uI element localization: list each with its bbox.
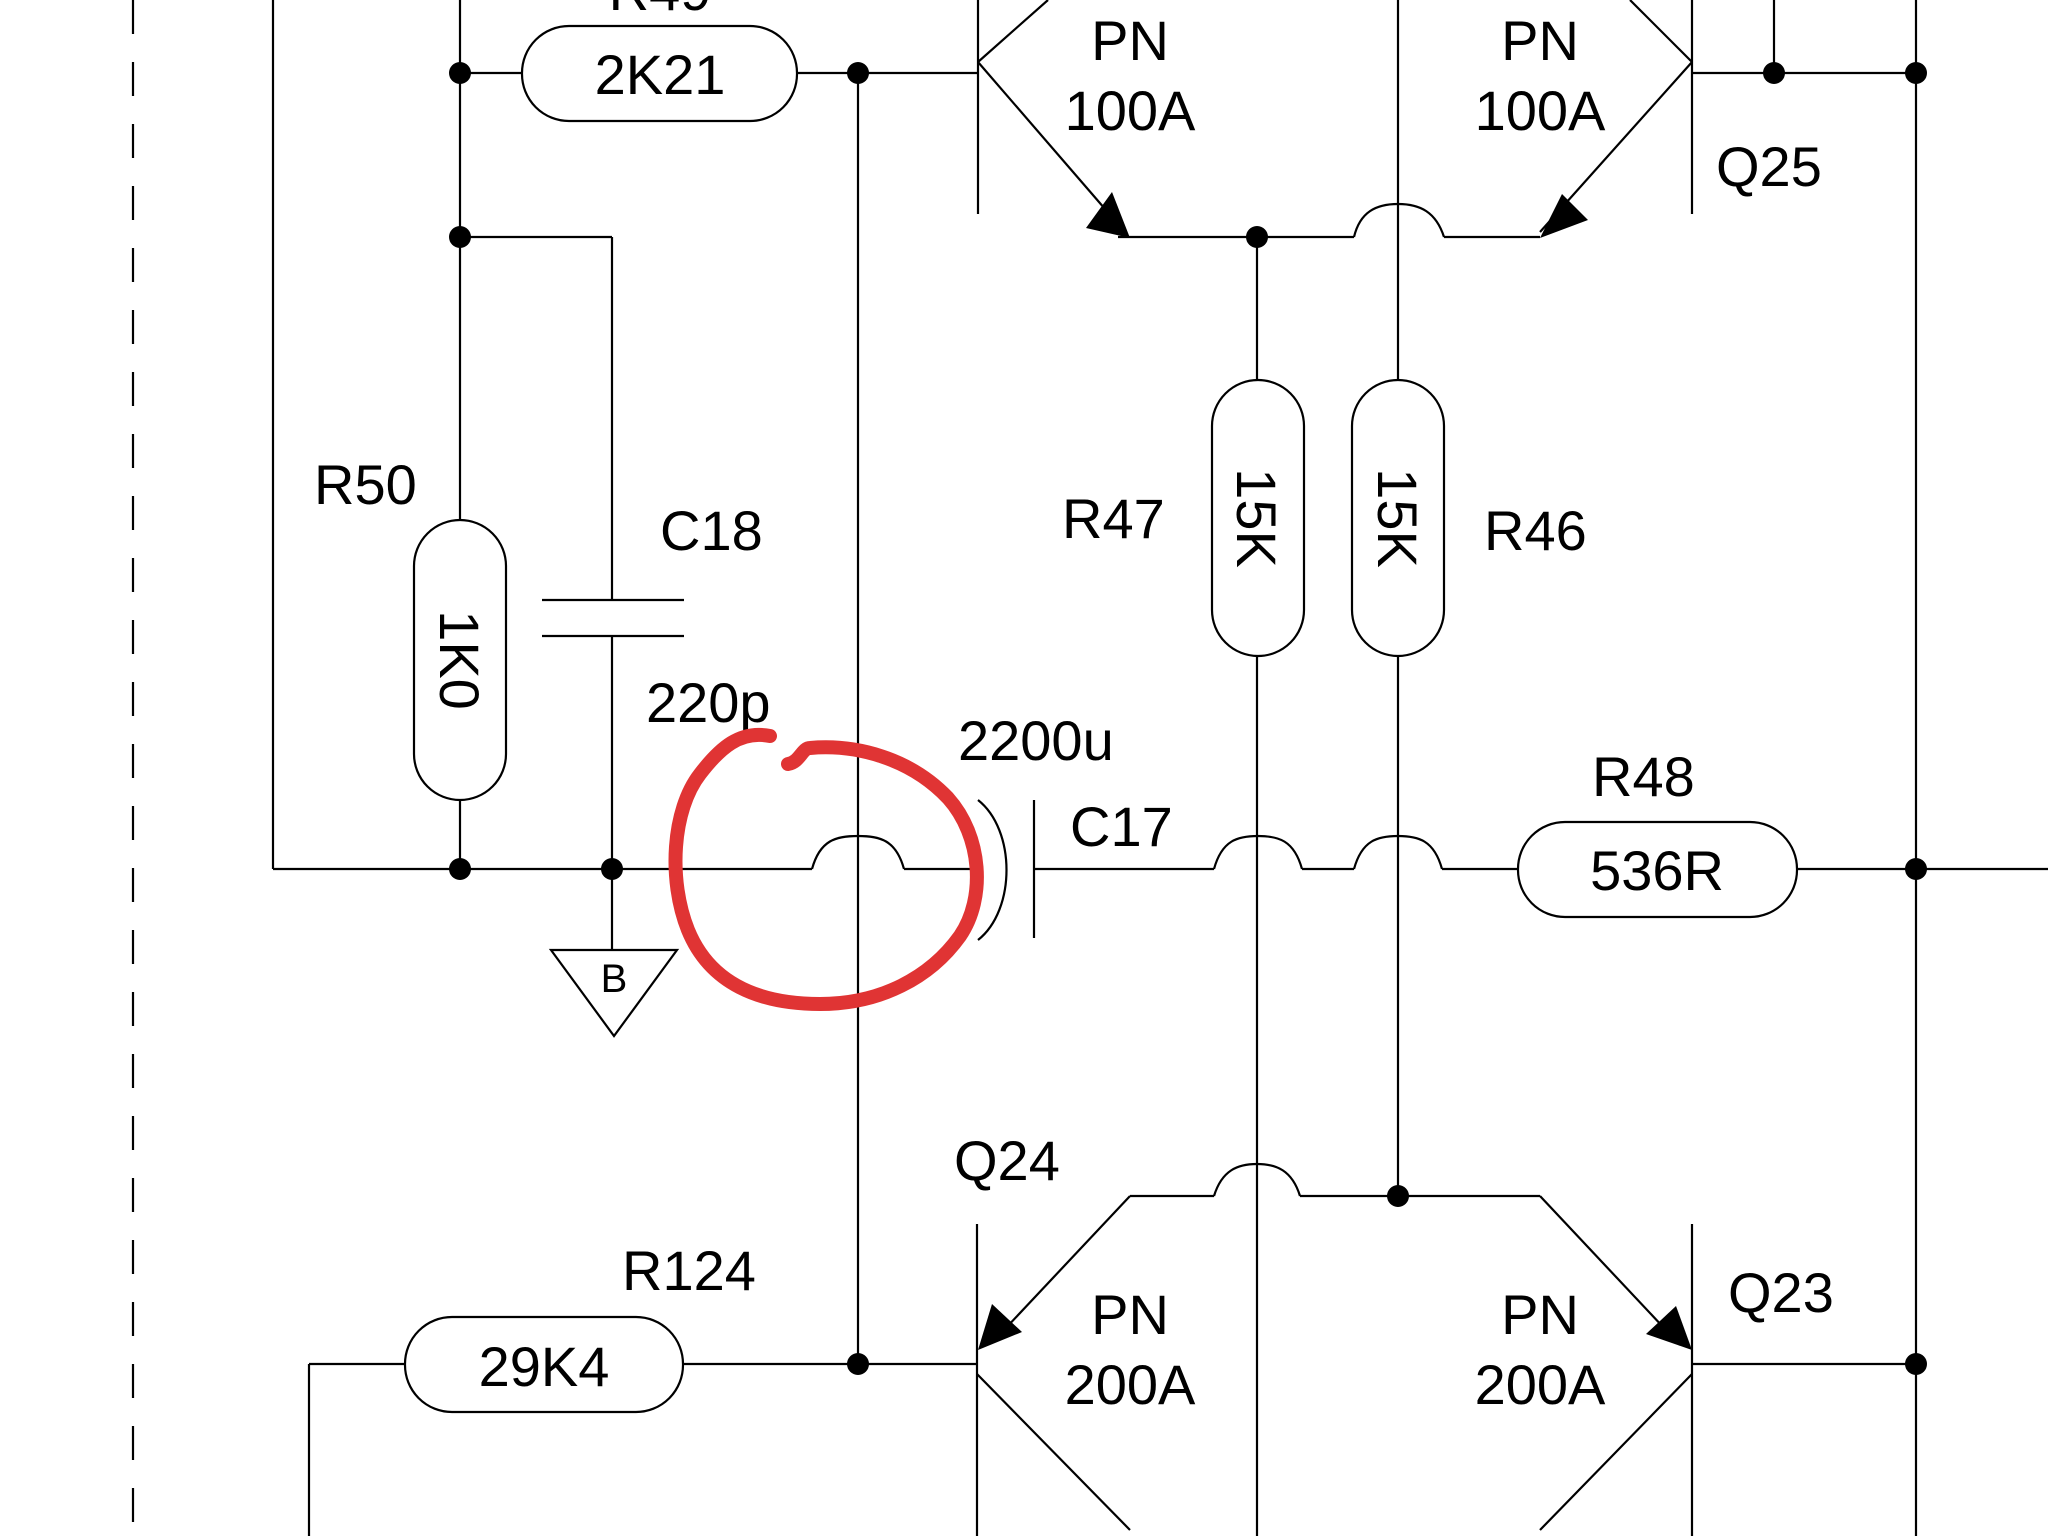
- r50-ref: R50: [314, 453, 417, 516]
- emitter-arrow-q23: [1646, 1306, 1692, 1350]
- resistor-r124-body: [403, 1315, 685, 1414]
- capacitor-c17-symbol: [977, 799, 1036, 941]
- r49-ref-partial: R49: [609, 0, 712, 22]
- bus-b-triangle: [548, 948, 680, 1038]
- resistor-r50-body: [412, 518, 508, 802]
- red-circle-annotation: [668, 727, 984, 1011]
- c18-value: 220p: [646, 671, 771, 734]
- q23-ref: Q23: [1728, 1261, 1834, 1324]
- wires: [271, 0, 2048, 1536]
- r48-ref: R48: [1592, 745, 1695, 808]
- q23-type-line1: PN: [1501, 1283, 1579, 1346]
- q24-type-line1: PN: [1091, 1283, 1169, 1346]
- q23-type-line2: 200A: [1475, 1353, 1606, 1416]
- r47-value: 15K: [1225, 468, 1288, 568]
- q-top-left-type-line2: 100A: [1065, 79, 1196, 142]
- r46-ref: R46: [1484, 499, 1587, 562]
- emitter-arrow-q-top-left: [1086, 192, 1130, 238]
- r50-value: 1K0: [428, 610, 491, 710]
- c18-ref: C18: [660, 499, 763, 562]
- emitter-arrow-q24: [978, 1304, 1022, 1350]
- q-top-left-type-line1: PN: [1091, 9, 1169, 72]
- q25-ref: Q25: [1716, 135, 1822, 198]
- c17-value: 2200u: [958, 709, 1114, 772]
- resistor-r48-body: [1516, 820, 1799, 919]
- r49-value: 2K21: [595, 43, 726, 106]
- junction-dots: [449, 62, 1927, 1375]
- bus-b-label: B: [601, 957, 628, 1001]
- c17-ref: C17: [1070, 795, 1173, 858]
- r47-ref: R47: [1062, 487, 1165, 550]
- resistor-r47-body: [1210, 378, 1306, 658]
- q25-type-line1: PN: [1501, 9, 1579, 72]
- r48-value: 536R: [1590, 839, 1724, 902]
- r124-ref: R124: [622, 1239, 756, 1302]
- emitter-arrow-q25: [1540, 194, 1588, 238]
- resistor-r46-body: [1350, 378, 1446, 658]
- r46-value: 15K: [1366, 468, 1429, 568]
- r124-value: 29K4: [479, 1335, 610, 1398]
- q24-ref: Q24: [954, 1129, 1060, 1192]
- q25-type-line2: 100A: [1475, 79, 1606, 142]
- q24-type-line2: 200A: [1065, 1353, 1196, 1416]
- resistor-r49-body: [520, 24, 799, 123]
- capacitor-c18-symbol: [542, 598, 684, 638]
